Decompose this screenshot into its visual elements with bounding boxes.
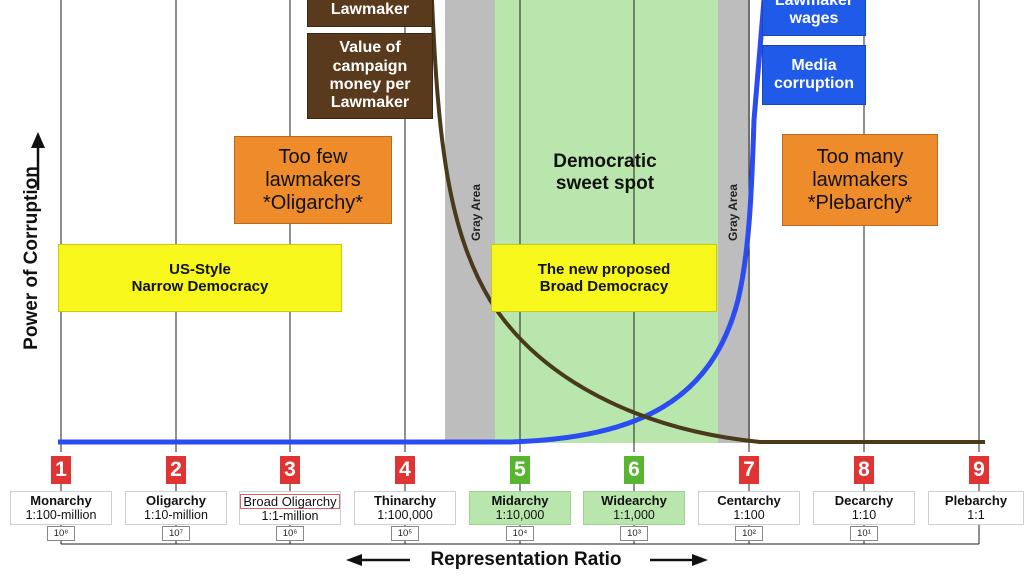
level-name: Midarchy [491, 493, 549, 508]
level-number-3: 3 [280, 456, 300, 484]
level-number-4: 4 [395, 456, 415, 484]
level-number-8: 8 [854, 456, 874, 484]
exponent-label: 10³ [620, 526, 648, 541]
level-ratio: 1:1 [967, 508, 985, 522]
too-few-lawmakers-box: Too few lawmakers *Oligarchy* [234, 136, 392, 224]
media-corruption-curve [58, 0, 767, 445]
level-box-plebarchy: Plebarchy 1:1 [928, 491, 1024, 525]
lawmaker-wages-label: Lawmaker wages [762, 0, 866, 36]
level-number-6: 6 [624, 456, 644, 484]
gray-area-left [445, 0, 495, 443]
level-name: Broad Oligarchy [240, 494, 340, 509]
democratic-sweet-spot-label: Democratic sweet spot [553, 151, 657, 194]
media-corruption-label: Media corruption [762, 45, 866, 105]
y-axis-label: Power of Corruption [21, 166, 42, 350]
exponent-label: 10⁷ [162, 526, 190, 541]
level-name: Oligarchy [146, 493, 206, 508]
too-many-lawmakers-box: Too many lawmakers *Plebarchy* [782, 134, 938, 226]
level-number-7: 7 [739, 456, 759, 484]
level-ratio: 1:100,000 [377, 508, 433, 522]
level-name: Centarchy [717, 493, 781, 508]
level-box-centarchy: Centarchy 1:100 [698, 491, 800, 525]
gray-area-left-label: Gray Area [469, 184, 483, 241]
gray-area-right [718, 0, 750, 443]
level-number-9: 9 [969, 456, 989, 484]
level-box-thinarchy: Thinarchy 1:100,000 [354, 491, 456, 525]
us-style-democracy-box: US-Style Narrow Democracy [58, 244, 342, 312]
exponent-label: 10² [735, 526, 763, 541]
level-name: Widearchy [601, 493, 667, 508]
level-name: Plebarchy [944, 493, 1008, 508]
level-ratio: 1:1-million [261, 509, 319, 523]
level-ratio: 1:100 [733, 508, 765, 522]
exponent-label: 10⁴ [506, 526, 534, 541]
campaign-money-label: Value of campaign money per Lawmaker [307, 33, 433, 119]
lawmaker-label-top: Lawmaker [307, 0, 433, 27]
level-box-midarchy: Midarchy 1:10,000 [469, 491, 571, 525]
proposed-broad-democracy-box: The new proposed Broad Democracy [491, 244, 717, 312]
level-box-broad-oligarchy: Broad Oligarchy 1:1-million [239, 491, 341, 525]
level-ratio: 1:100-million [25, 508, 97, 522]
level-ratio: 1:10,000 [495, 508, 545, 522]
level-ratio: 1:10-million [144, 508, 208, 522]
sweet-spot-zone [495, 0, 718, 443]
y-axis-arrow [31, 132, 45, 190]
level-name: Thinarchy [373, 493, 437, 508]
level-number-2: 2 [166, 456, 186, 484]
level-number-5: 5 [510, 456, 530, 484]
exponent-label: 10¹ [850, 526, 878, 541]
x-axis-arrows [346, 554, 708, 566]
exponent-label: 10⁶ [276, 526, 304, 541]
exponent-label: 10⁵ [391, 526, 419, 541]
campaign-money-curve [430, 0, 985, 444]
x-axis-label: Representation Ratio [430, 549, 622, 570]
gray-area-right-label: Gray Area [726, 184, 740, 241]
level-name: Decarchy [834, 493, 894, 508]
level-box-monarchy: Monarchy 1:100-million [10, 491, 112, 525]
level-box-decarchy: Decarchy 1:10 [813, 491, 915, 525]
level-ratio: 1:1,000 [613, 508, 655, 522]
level-box-widearchy: Widearchy 1:1,000 [583, 491, 685, 525]
level-box-oligarchy: Oligarchy 1:10-million [125, 491, 227, 525]
exponent-label: 10⁸ [47, 526, 75, 541]
level-ratio: 1:10 [851, 508, 877, 522]
vertical-gridlines [60, 0, 980, 452]
level-number-1: 1 [51, 456, 71, 484]
level-name: Monarchy [30, 493, 92, 508]
